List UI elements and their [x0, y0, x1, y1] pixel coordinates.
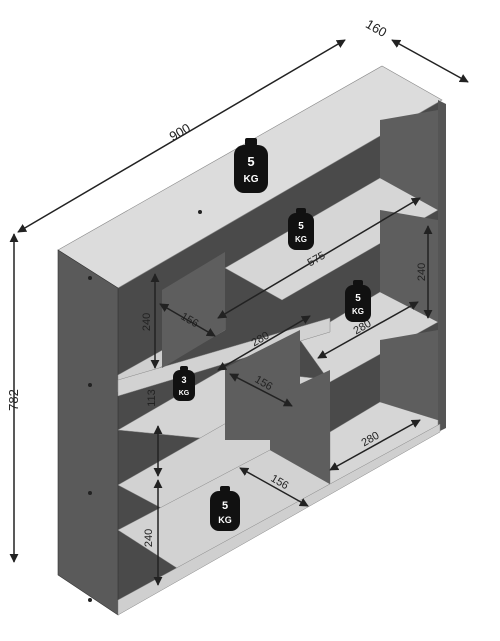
right-side-panel — [438, 100, 446, 432]
weight-icon: 5 KG — [345, 280, 371, 322]
weight-unit: KG — [244, 174, 259, 185]
weight-unit: KG — [352, 307, 364, 316]
weight-value: 5 — [247, 154, 254, 169]
compartment-depth-line — [159, 303, 216, 337]
compartment-depth-line — [239, 467, 309, 507]
weight-unit: KG — [218, 515, 232, 525]
lower-opening-label: 240 — [143, 529, 155, 547]
weight-icon: 3 KG — [173, 366, 195, 401]
mount-hole — [88, 598, 92, 602]
weight-value: 5 — [298, 221, 304, 232]
mount-hole — [88, 276, 92, 280]
top-shelf-width-line — [217, 197, 421, 319]
weight-icon: 5 KG — [288, 208, 314, 250]
depth-label: 160 — [363, 16, 389, 40]
mount-hole — [198, 210, 202, 214]
mount-hole — [88, 383, 92, 387]
upper-opening-label: 240 — [141, 313, 153, 331]
weight-unit: KG — [179, 390, 190, 397]
weight-value: 5 — [355, 293, 361, 304]
compartment-width-line — [329, 419, 421, 471]
compartment-width-line — [217, 315, 311, 371]
weight-value: 5 — [222, 500, 228, 512]
right-opening-label: 240 — [416, 263, 428, 281]
weight-icon: 5 KG — [210, 486, 240, 531]
mount-hole — [88, 491, 92, 495]
width-label: 900 — [167, 120, 193, 144]
middle-opening-label: 113 — [146, 389, 158, 407]
left-side-panel — [57, 249, 119, 616]
compartment-depth-line — [229, 373, 293, 407]
weight-value: 3 — [181, 375, 186, 385]
divider-top-right — [380, 110, 438, 210]
compartment-width-line — [317, 301, 419, 359]
width-dimension-line — [17, 39, 346, 233]
height-label: 782 — [6, 389, 21, 411]
dimension-lines — [9, 39, 469, 586]
weight-unit: KG — [295, 235, 307, 244]
depth-dimension-line — [391, 39, 469, 83]
weight-icon: 5 KG — [234, 138, 268, 193]
